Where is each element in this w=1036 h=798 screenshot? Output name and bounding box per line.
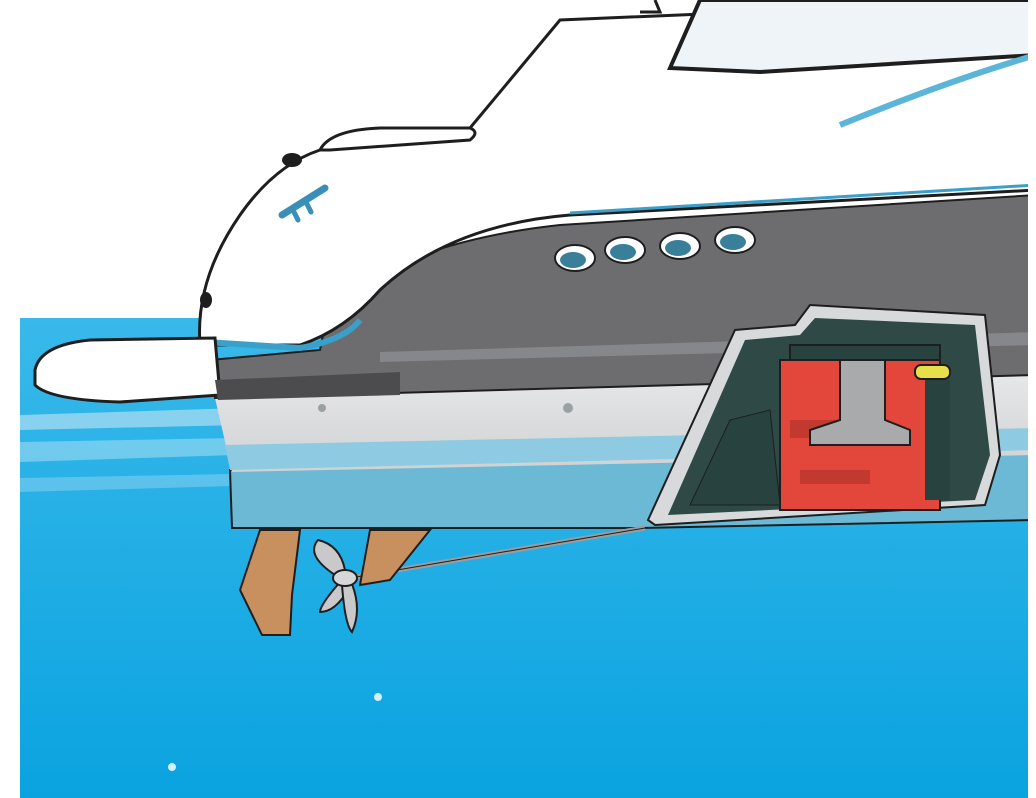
right-margin [1028, 0, 1036, 798]
porthole-icon [605, 237, 645, 263]
porthole-icon [660, 233, 700, 259]
porthole-icon [715, 227, 755, 253]
water-bubble [168, 763, 176, 771]
left-margin [0, 318, 20, 798]
water-bubble [374, 693, 382, 701]
porthole-icon [555, 245, 595, 271]
